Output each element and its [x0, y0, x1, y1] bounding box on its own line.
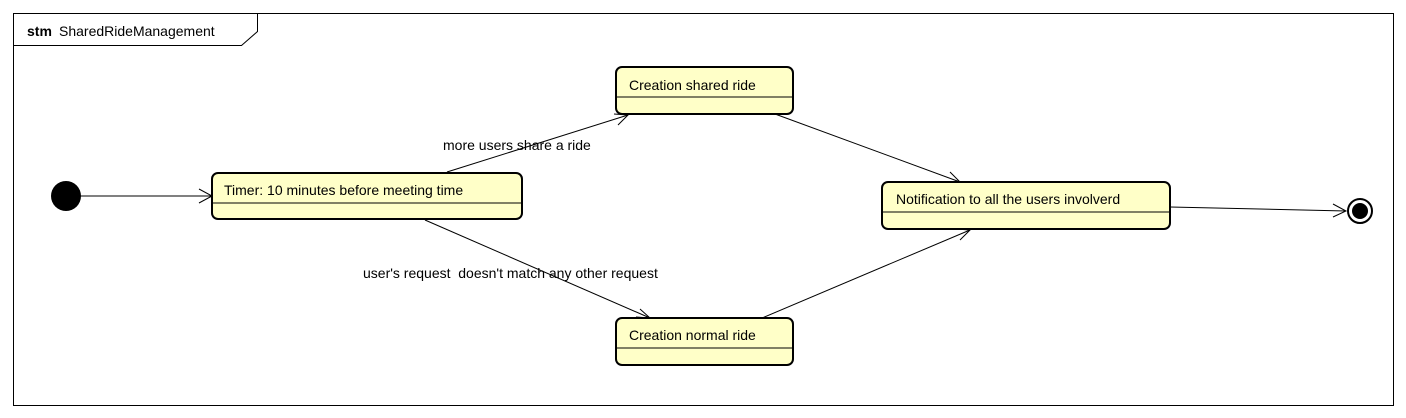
frame-name-label: SharedRideManagement — [59, 23, 215, 39]
frame-kind-label: stm — [27, 23, 52, 39]
final-node — [1347, 198, 1373, 224]
frame-name-tab — [13, 13, 258, 46]
state-timer: Timer: 10 minutes before meeting time — [211, 172, 523, 220]
state-timer-label: Timer: 10 minutes before meeting time — [224, 182, 463, 198]
state-creation-shared-ride: Creation shared ride — [615, 66, 794, 115]
state-shared-label: Creation shared ride — [629, 77, 756, 93]
transition-label-share: more users share a ride — [443, 137, 591, 153]
transition-label-no-match: user's request doesn't match any other r… — [363, 265, 658, 281]
transition-notify-to-final — [1169, 203, 1348, 218]
state-notification-label: Notification to all the users involverd — [896, 191, 1120, 207]
state-creation-normal-ride: Creation normal ride — [615, 317, 794, 366]
initial-node — [51, 181, 81, 211]
state-notification: Notification to all the users involverd — [881, 181, 1171, 230]
state-normal-label: Creation normal ride — [629, 327, 756, 343]
